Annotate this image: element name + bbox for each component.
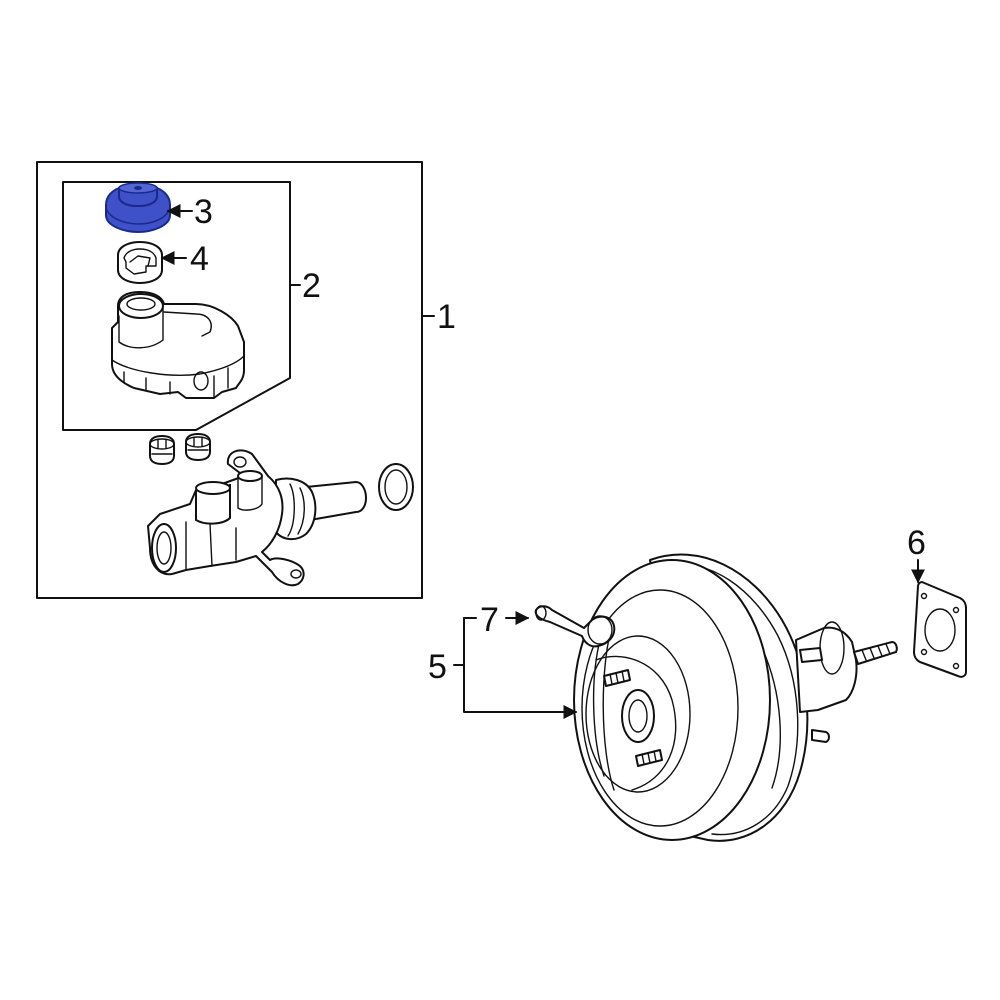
reservoir-group-outline <box>62 181 291 431</box>
grommet-right <box>185 433 211 461</box>
brake-booster <box>534 553 898 842</box>
callout-5: 5 <box>428 648 447 686</box>
reservoir-strainer-part[interactable] <box>117 241 163 284</box>
callout-6: 6 <box>907 524 926 562</box>
callout-7: 7 <box>480 601 499 639</box>
booster-gasket <box>913 581 967 678</box>
callout-1: 1 <box>437 298 456 336</box>
grommet-left <box>149 435 175 465</box>
callout-3: 3 <box>194 193 213 231</box>
o-ring <box>378 463 414 511</box>
reservoir-cap-part[interactable] <box>105 182 171 234</box>
leader-lines <box>160 204 925 719</box>
master-cylinder-assembly-box <box>36 161 423 599</box>
callout-4: 4 <box>190 240 209 278</box>
master-cylinder <box>147 449 367 587</box>
callout-2: 2 <box>302 267 321 305</box>
brake-fluid-reservoir <box>111 291 245 399</box>
